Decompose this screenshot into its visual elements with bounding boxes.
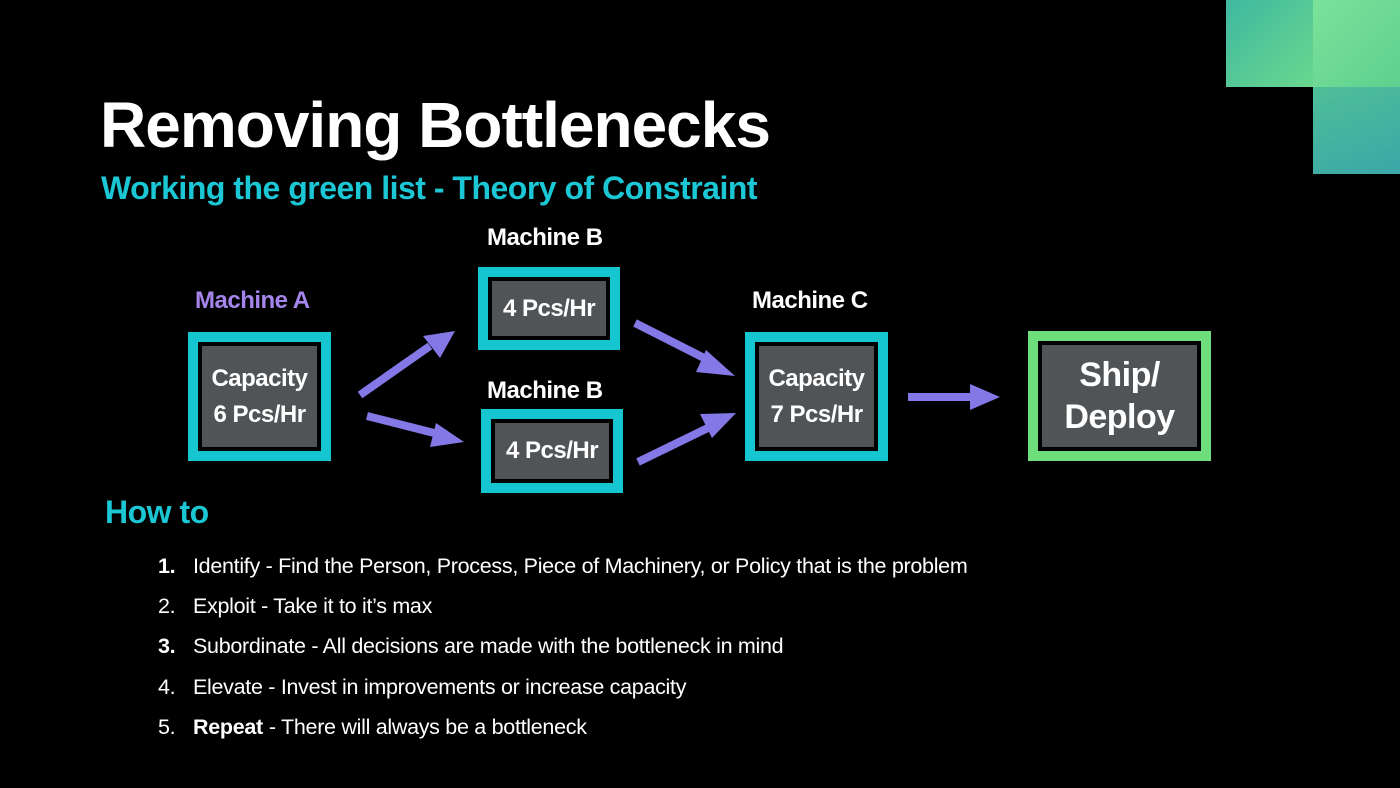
list-item: 5. Repeat - There will always be a bottl… xyxy=(158,707,967,747)
machine-c-box: Capacity 7 Pcs/Hr xyxy=(745,332,888,461)
list-item: 1. Identify - Find the Person, Process, … xyxy=(158,546,968,586)
step-number: 1. xyxy=(158,553,176,578)
how-to-heading: How to xyxy=(105,494,209,530)
arrow-a-to-b-bottom xyxy=(366,412,464,447)
machine-b-bottom-rate: 4 Pcs/Hr xyxy=(505,437,599,464)
ship-label: Ship/ xyxy=(1079,356,1160,394)
corner-decoration-tile xyxy=(1313,0,1400,87)
step-text: Identify - Find the Person, Process, Pie… xyxy=(193,553,968,578)
list-item: 4. Elevate - Invest in improvements or i… xyxy=(158,667,967,707)
machine-a-box: Capacity 6 Pcs/Hr xyxy=(188,332,331,461)
step-text: Elevate - Invest in improvements or incr… xyxy=(193,674,687,699)
machine-b-top-label: Machine B xyxy=(487,224,603,251)
machine-b-top-box: 4 Pcs/Hr xyxy=(478,267,620,350)
machine-b-bottom-label: Machine B xyxy=(487,377,603,404)
corner-decoration-tile xyxy=(1313,87,1400,174)
slide-subtitle: Working the green list - Theory of Const… xyxy=(101,170,758,206)
step-number: 4. xyxy=(158,674,176,699)
steps-list: 1. Identify - Find the Person, Process, … xyxy=(158,546,968,747)
machine-a-rate: 6 Pcs/Hr xyxy=(213,400,306,428)
step-text: Exploit - Take it to it’s max xyxy=(193,593,433,618)
arrow-b-top-to-c xyxy=(633,319,735,376)
deploy-label: Deploy xyxy=(1064,398,1175,436)
machine-c-capacity-label: Capacity xyxy=(768,364,865,392)
step-keyword: Repeat xyxy=(193,714,263,739)
arrow-c-to-ship xyxy=(908,384,1000,410)
arrow-b-bottom-to-c xyxy=(636,413,736,466)
list-item: 2. Exploit - Take it to it’s max xyxy=(158,586,967,626)
corner-decoration-tile xyxy=(1226,0,1314,87)
machine-c-label: Machine C xyxy=(752,287,868,314)
step-text: - There will always be a bottleneck xyxy=(268,714,587,739)
ship-deploy-box: Ship/ Deploy xyxy=(1028,331,1211,461)
step-text: Subordinate - All decisions are made wit… xyxy=(193,634,784,659)
machine-c-rate: 7 Pcs/Hr xyxy=(770,400,863,428)
machine-a-label: Machine A xyxy=(195,287,310,314)
step-number: 3. xyxy=(158,634,176,659)
list-item: 3. Subordinate - All decisions are made … xyxy=(158,627,967,667)
machine-b-bottom-box: 4 Pcs/Hr xyxy=(481,409,623,493)
machine-b-top-rate: 4 Pcs/Hr xyxy=(502,294,596,322)
slide-title: Removing Bottlenecks xyxy=(100,89,771,161)
arrow-a-to-b-top xyxy=(357,331,455,399)
step-number: 5. xyxy=(158,714,176,739)
step-number: 2. xyxy=(158,593,176,618)
machine-a-capacity-label: Capacity xyxy=(211,364,308,392)
